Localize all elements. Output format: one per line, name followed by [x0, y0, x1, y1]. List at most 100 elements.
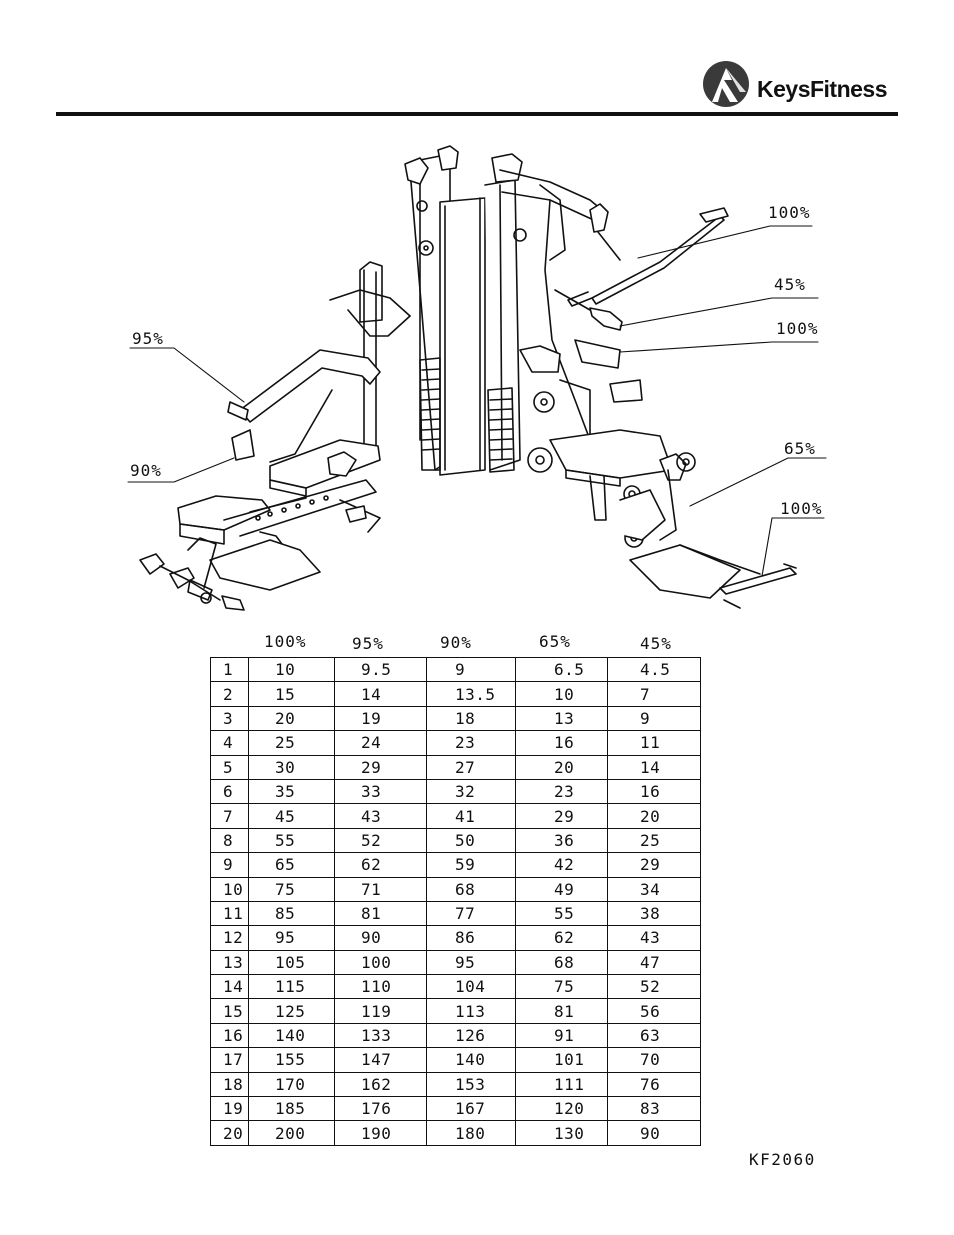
weight-cell: 15	[248, 681, 335, 707]
row-number-cell: 8	[210, 827, 249, 854]
lat-bar	[567, 203, 729, 307]
weight-cell: 125	[248, 998, 335, 1024]
row-number-cell: 13	[210, 949, 249, 976]
weight-cell: 115	[248, 974, 335, 1000]
row-number-cell: 15	[210, 998, 249, 1024]
weight-cell: 70	[607, 1047, 701, 1073]
weight-cell: 170	[248, 1071, 335, 1098]
callout-low-bar: 100%	[780, 499, 823, 518]
weight-cell: 126	[426, 1022, 516, 1049]
column-header-100: 100%	[264, 632, 307, 651]
weight-cell: 85	[248, 900, 335, 927]
row-number-cell: 7	[210, 803, 249, 829]
weight-cell: 29	[515, 803, 608, 829]
weight-cell: 16	[607, 778, 701, 805]
weight-cell: 9	[426, 656, 516, 683]
weight-cell: 49	[515, 876, 608, 902]
callout-leg-station: 65%	[784, 439, 816, 458]
column-header-45: 45%	[640, 634, 672, 653]
weight-cell: 100	[334, 949, 427, 976]
weight-cell: 23	[426, 730, 516, 756]
weight-cell: 7	[607, 681, 701, 707]
row-number-cell: 3	[210, 705, 249, 732]
weight-cell: 81	[334, 900, 427, 927]
weight-cell: 95	[426, 949, 516, 976]
brand-logo-text: KeysFitness	[757, 76, 888, 102]
weight-cell: 104	[426, 974, 516, 1000]
keys-fitness-logo	[703, 61, 749, 107]
weight-cell: 6.5	[515, 656, 608, 683]
row-number-cell: 6	[210, 778, 249, 805]
mid-handle	[554, 289, 623, 331]
weight-cell: 153	[426, 1071, 516, 1098]
callout-mid-handle: 45%	[774, 275, 806, 294]
weight-cell: 86	[426, 925, 516, 951]
weight-cell: 11	[607, 730, 701, 756]
weight-cell: 9	[607, 705, 701, 732]
weight-cell: 180	[426, 1120, 516, 1146]
model-code: KF2060	[749, 1150, 816, 1169]
main-frame	[404, 145, 603, 476]
row-number-cell: 11	[210, 900, 249, 927]
weight-cell: 55	[515, 900, 608, 927]
column-header-95: 95%	[352, 634, 384, 653]
weight-cell: 71	[334, 876, 427, 902]
weight-cell: 200	[248, 1120, 335, 1146]
row-number-cell: 12	[210, 925, 249, 951]
weight-cell: 133	[334, 1022, 427, 1049]
callout-leaders	[127, 225, 827, 577]
weight-cell: 75	[515, 974, 608, 1000]
weight-cell: 147	[334, 1047, 427, 1073]
weight-cell: 75	[248, 876, 335, 902]
weight-cell: 32	[426, 778, 516, 805]
weight-cell: 29	[607, 852, 701, 878]
row-number-cell: 1	[210, 656, 249, 683]
weight-cell: 29	[334, 754, 427, 780]
callout-press-arm: 100%	[776, 319, 819, 338]
weight-cell: 81	[515, 998, 608, 1024]
weight-cell: 130	[515, 1120, 608, 1146]
header-rule	[56, 112, 898, 116]
weight-cell: 19	[334, 705, 427, 732]
row-number-cell: 18	[210, 1071, 249, 1098]
weight-cell: 52	[334, 827, 427, 854]
weight-cell: 176	[334, 1096, 427, 1122]
row-number-cell: 4	[210, 730, 249, 756]
weight-cell: 101	[515, 1047, 608, 1073]
weight-cell: 90	[607, 1120, 701, 1146]
weight-cell: 9.5	[334, 656, 427, 683]
weight-cell: 83	[607, 1096, 701, 1122]
weight-cell: 140	[248, 1022, 335, 1049]
weight-cell: 4.5	[607, 656, 701, 683]
weight-cell: 65	[248, 852, 335, 878]
column-header-65: 65%	[539, 632, 571, 651]
weight-cell: 18	[426, 705, 516, 732]
weight-cell: 95	[248, 925, 335, 951]
weight-cell: 20	[248, 705, 335, 732]
weight-cell: 20	[515, 754, 608, 780]
weight-cell: 24	[334, 730, 427, 756]
weight-cell: 50	[426, 827, 516, 854]
weight-cell: 120	[515, 1096, 608, 1122]
weight-cell: 23	[515, 778, 608, 805]
weight-cell: 30	[248, 754, 335, 780]
weight-cell: 34	[607, 876, 701, 902]
weight-cell: 77	[426, 900, 516, 927]
row-number-cell: 16	[210, 1022, 249, 1049]
weight-cell: 13.5	[426, 681, 516, 707]
weight-cell: 90	[334, 925, 427, 951]
weight-cell: 20	[607, 803, 701, 829]
weight-cell: 43	[607, 925, 701, 951]
